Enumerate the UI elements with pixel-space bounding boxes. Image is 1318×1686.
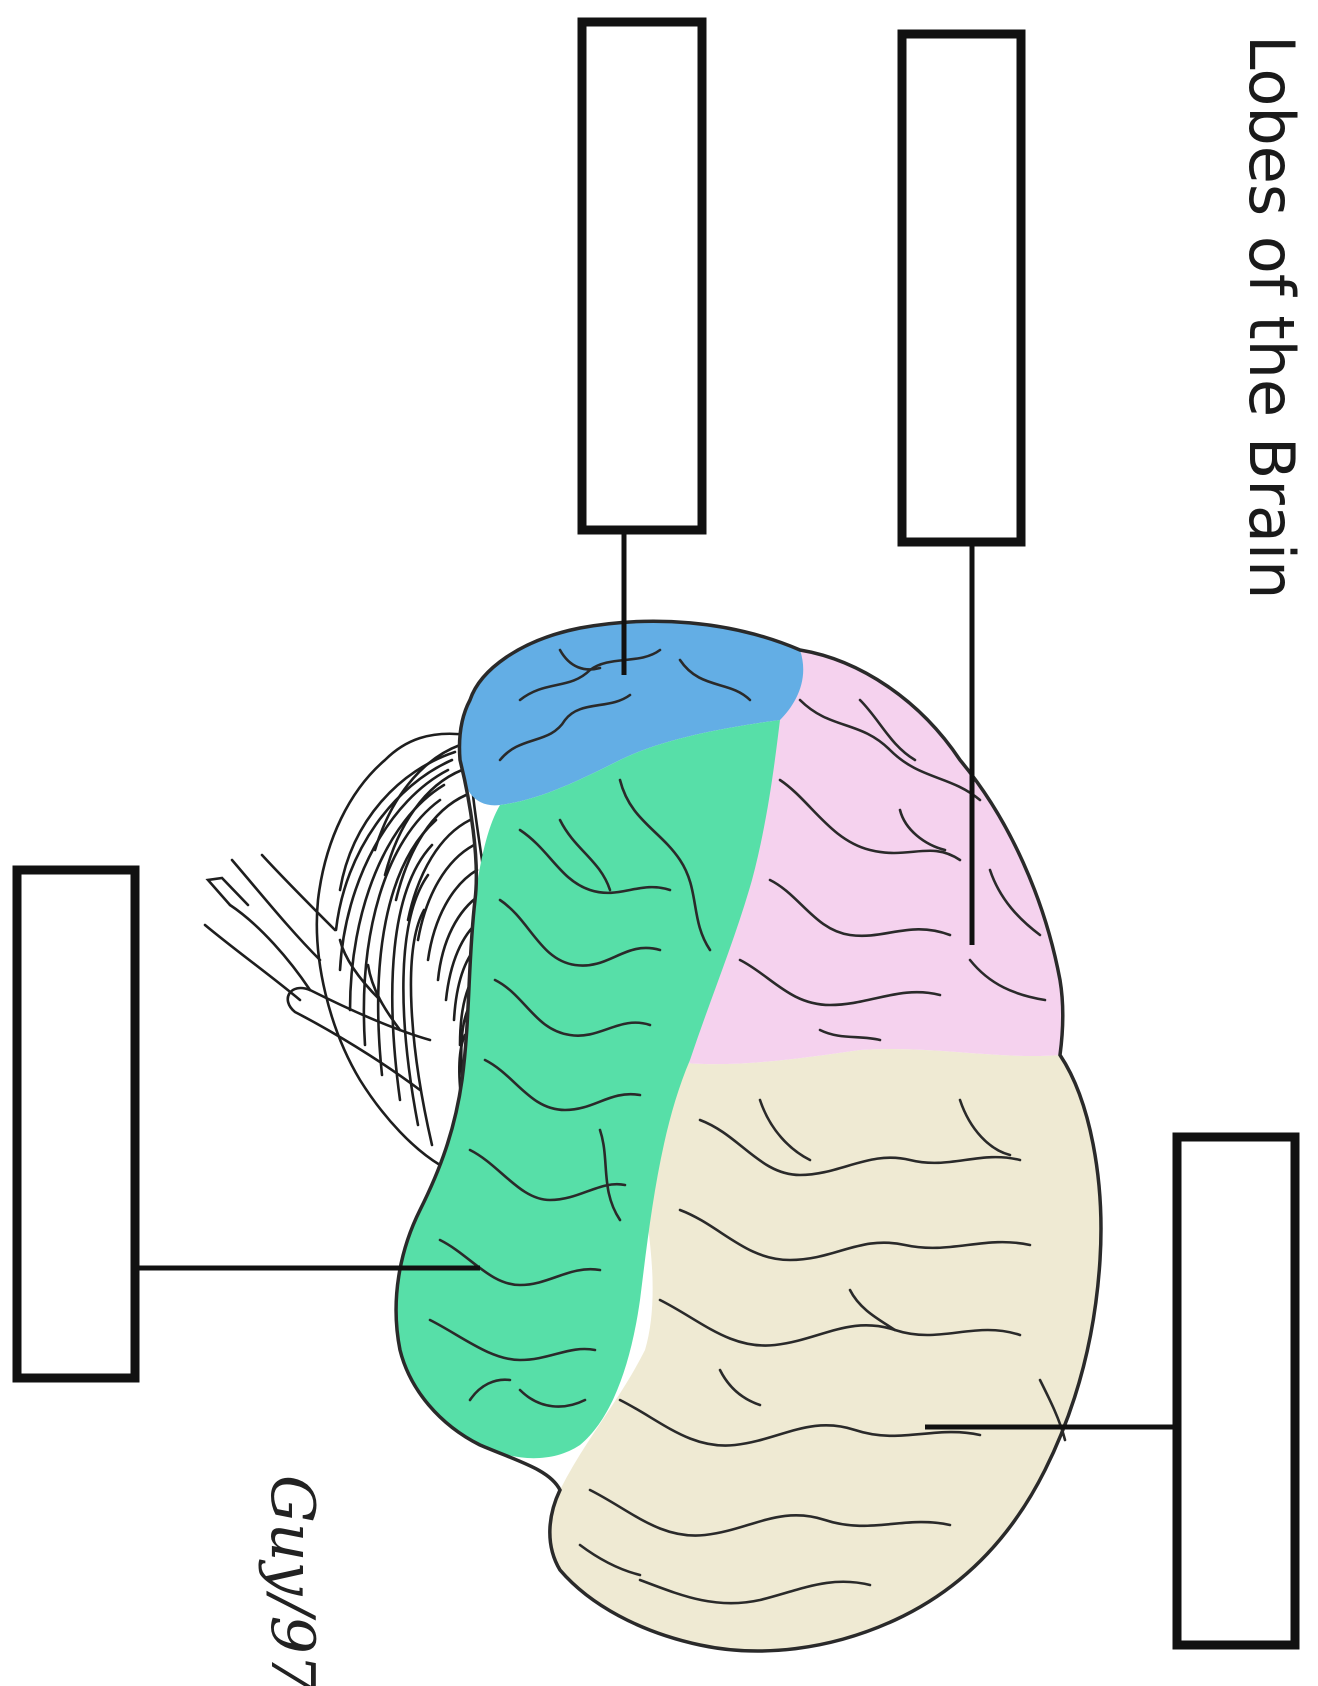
parietal-label-box[interactable] (902, 34, 1021, 542)
frontal-label-box[interactable] (1177, 1137, 1295, 1645)
cerebellum-illustration (205, 734, 486, 1165)
diagram-title: Lobes of the Brain (1235, 35, 1308, 599)
occipital-label-box[interactable] (582, 22, 702, 530)
temporal-label-box[interactable] (17, 870, 135, 1378)
cerebrum (396, 621, 1101, 1651)
artist-signature: Guy/97 (257, 1475, 327, 1686)
